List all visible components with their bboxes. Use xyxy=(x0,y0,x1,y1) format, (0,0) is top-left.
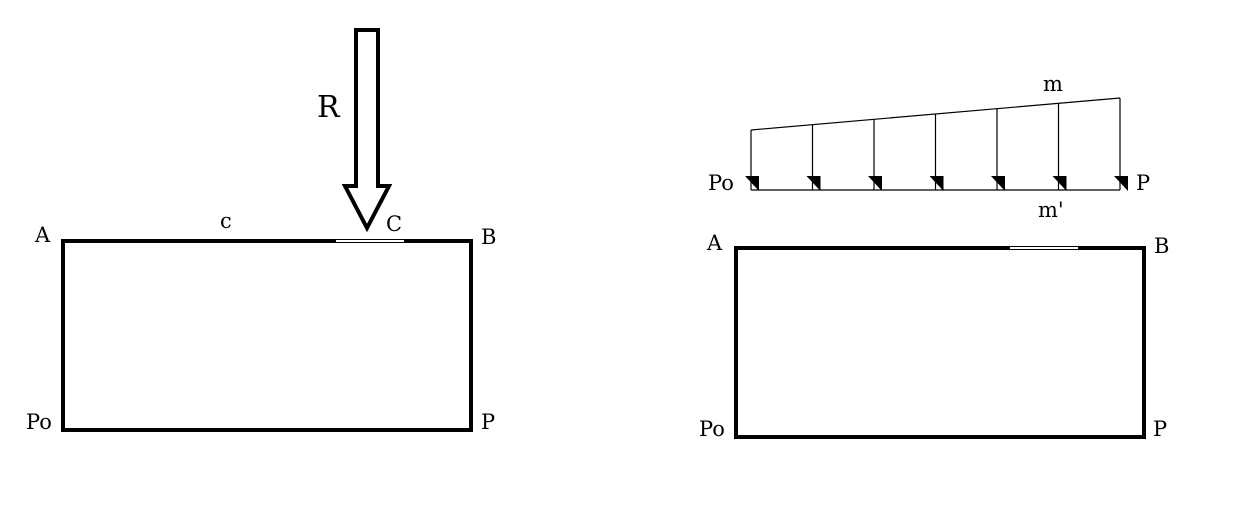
left-corner-b: B xyxy=(481,225,496,249)
load-arrow-head xyxy=(806,176,821,191)
load-label-p: P xyxy=(1136,171,1150,195)
load-arrow-head xyxy=(991,176,1005,191)
right-diagram: m m' Po P A B Po P xyxy=(699,72,1169,441)
segment-label-c: c xyxy=(220,209,232,233)
point-label-c: C xyxy=(386,212,402,236)
load-arrow-head xyxy=(929,176,944,191)
load-arrow-head xyxy=(868,176,882,191)
resultant-force-arrow xyxy=(341,28,393,233)
right-corner-p: P xyxy=(1153,417,1167,441)
load-label-m: m xyxy=(1043,72,1063,96)
load-arrow-head xyxy=(745,176,759,191)
load-label-m-prime: m' xyxy=(1038,198,1064,222)
load-arrow-head xyxy=(1114,176,1128,191)
right-corner-b: B xyxy=(1154,234,1169,258)
force-label-r: R xyxy=(317,90,341,125)
left-diagram: R A B Po P c C xyxy=(26,28,496,434)
left-corner-po: Po xyxy=(26,410,52,434)
left-rectangle xyxy=(61,239,473,432)
load-arrows-group xyxy=(745,98,1128,191)
right-corner-po: Po xyxy=(699,417,725,441)
left-corner-p: P xyxy=(481,410,495,434)
right-rectangle xyxy=(734,246,1146,439)
right-corner-a: A xyxy=(706,231,723,255)
left-corner-a: A xyxy=(34,223,51,247)
load-arrow-head xyxy=(1052,176,1067,191)
load-label-po: Po xyxy=(708,171,734,195)
